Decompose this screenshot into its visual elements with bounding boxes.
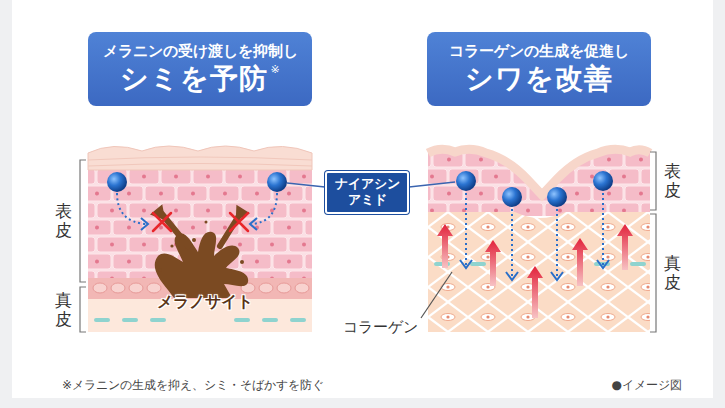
footnote-mark: ※ — [270, 64, 279, 75]
heading-text: シミを予防 — [120, 62, 268, 96]
heading-box: メラニンの受け渡しを抑制しシミを予防※ — [88, 32, 312, 106]
cell-label: メラノサイト — [157, 292, 253, 313]
layer-label: 真皮 — [664, 254, 681, 291]
heading-subtext: コラーゲンの生成を促進し — [449, 42, 629, 60]
heading-subtext: メラニンの受け渡しを抑制し — [103, 42, 298, 60]
heading-text: シワを改善 — [465, 62, 613, 96]
layer-label: 真皮 — [55, 291, 72, 328]
label-box: ナイアシン アミド — [325, 171, 409, 214]
box-text: ナイアシン アミド — [331, 176, 403, 209]
note-label: ●イメージ図 — [612, 377, 682, 394]
footnote: ※メラニンの生成を抑え、シミ・そばかすを防ぐ — [62, 377, 324, 394]
layer-label: 表皮 — [664, 162, 681, 199]
layer-label: 表皮 — [55, 202, 72, 239]
heading-box: コラーゲンの生成を促進しシワを改善 — [427, 32, 651, 106]
heading-row: シミを予防※ — [120, 62, 279, 96]
part-label: コラーゲン — [343, 318, 418, 337]
heading-row: シワを改善 — [465, 62, 613, 96]
